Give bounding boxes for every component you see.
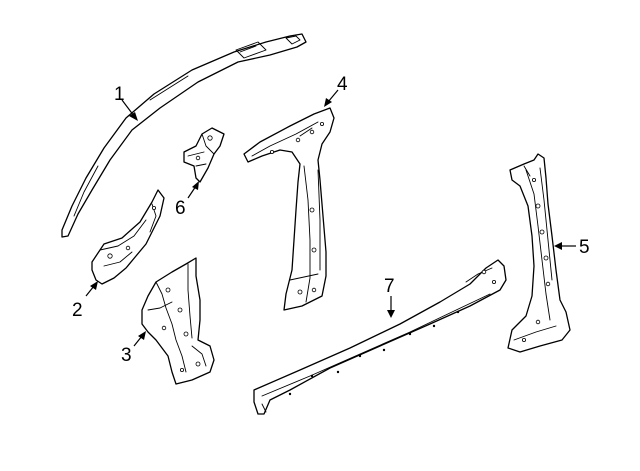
callout-2: 2 xyxy=(72,300,83,321)
part-6-upper-bracket xyxy=(183,127,225,183)
leader-line-2 xyxy=(85,281,98,297)
part-2-hinge-pillar-bracket xyxy=(91,189,165,285)
leader-line-5 xyxy=(554,242,576,250)
callout-6: 6 xyxy=(175,198,186,219)
callout-3: 3 xyxy=(121,345,132,366)
callout-7: 7 xyxy=(384,276,395,297)
callout-1: 1 xyxy=(114,84,125,105)
callout-5: 5 xyxy=(579,237,590,258)
leader-line-7 xyxy=(387,296,395,318)
callout-4: 4 xyxy=(337,74,348,95)
part-1-roof-rail xyxy=(61,33,307,238)
leader-line-6 xyxy=(187,181,199,199)
part-7-rocker-panel xyxy=(253,259,507,415)
leader-line-4 xyxy=(324,89,339,107)
leader-line-1 xyxy=(121,99,138,121)
part-5-center-pillar-outer xyxy=(507,153,571,353)
part-4-center-pillar-inner xyxy=(243,107,335,311)
part-3-hinge-pillar-lower xyxy=(141,257,215,385)
leader-line-3 xyxy=(133,331,146,347)
